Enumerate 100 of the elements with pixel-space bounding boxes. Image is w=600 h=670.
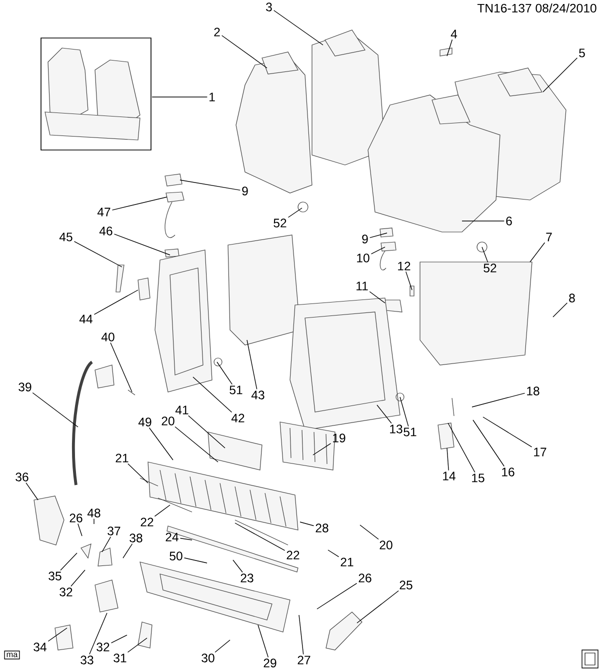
leader-line xyxy=(369,232,388,238)
callout-number: 9 xyxy=(362,234,368,244)
callout-number: 26 xyxy=(70,514,82,522)
leader-line xyxy=(316,582,358,610)
callout-number: 21 xyxy=(340,558,354,566)
leader-line xyxy=(32,392,78,428)
code-label: ma xyxy=(4,650,20,660)
callout-number: 49 xyxy=(138,418,152,426)
leader-line xyxy=(122,543,133,558)
callout-number: 1 xyxy=(210,92,215,102)
leader-line xyxy=(482,416,532,448)
callout-number: 9 xyxy=(242,186,248,196)
leader-line xyxy=(89,612,108,655)
leader-line xyxy=(110,634,128,644)
callout-number: 21 xyxy=(116,454,128,462)
leader-line xyxy=(110,342,132,392)
callout-number: 30 xyxy=(202,654,214,662)
leader-line xyxy=(188,415,226,448)
callout-number: 45 xyxy=(59,232,72,242)
callout-number: 22 xyxy=(286,550,300,560)
leader-line xyxy=(127,638,148,653)
callout-number: 31 xyxy=(114,654,126,662)
leader-line xyxy=(174,426,218,462)
leader-line xyxy=(406,271,412,290)
callout-number: 10 xyxy=(357,254,370,262)
leader-line xyxy=(232,560,243,573)
leader-line xyxy=(192,376,232,413)
callout-number: 20 xyxy=(380,540,392,550)
leader-line xyxy=(216,362,232,385)
leader-line xyxy=(552,302,568,318)
leader-line xyxy=(356,590,399,624)
callout-number: 18 xyxy=(527,386,540,396)
leader-line xyxy=(128,463,148,484)
leader-line xyxy=(400,396,409,427)
leader-line xyxy=(154,504,170,517)
leader-line xyxy=(370,246,386,254)
callout-number: 4 xyxy=(450,30,458,38)
drawing-number: TN16-137 08/24/2010 xyxy=(477,3,596,13)
callout-number: 50 xyxy=(170,552,182,560)
callout-number: 32 xyxy=(96,642,110,652)
callout-number: 34 xyxy=(34,642,46,652)
callout-number: 13 xyxy=(390,424,402,434)
callout-number: 28 xyxy=(316,524,328,532)
callout-number: 27 xyxy=(298,656,310,664)
callout-number: 48 xyxy=(87,508,100,518)
callout-number: 39 xyxy=(18,382,32,392)
callout-number: 40 xyxy=(101,332,114,342)
leader-line xyxy=(152,96,208,98)
callout-number: 12 xyxy=(398,262,410,270)
leader-line xyxy=(446,39,453,56)
callout-number: 7 xyxy=(546,232,552,242)
leader-line xyxy=(234,522,286,551)
leader-line xyxy=(48,628,68,642)
callout-number: 19 xyxy=(333,434,346,442)
callout-number: 35 xyxy=(48,572,62,580)
callout-number: 52 xyxy=(274,218,286,228)
leader-line xyxy=(446,448,449,471)
callout-number: 32 xyxy=(60,588,72,596)
leader-line xyxy=(448,422,476,473)
callout-number: 14 xyxy=(443,472,456,480)
leader-line xyxy=(300,522,314,526)
callout-number: 16 xyxy=(502,468,514,476)
callout-number: 22 xyxy=(140,518,154,526)
callout-number: 24 xyxy=(166,532,178,542)
leader-line xyxy=(102,536,112,552)
leader-line xyxy=(530,242,546,262)
leader-line xyxy=(360,524,379,540)
callout-number: 17 xyxy=(534,448,546,456)
callout-number: 43 xyxy=(251,390,264,400)
callout-number: 33 xyxy=(80,656,94,664)
leader-line xyxy=(70,570,86,587)
callout-number: 23 xyxy=(240,574,254,582)
leader-line xyxy=(482,246,488,263)
callout-number: 5 xyxy=(579,48,585,58)
callout-number: 42 xyxy=(231,414,244,422)
callout-number: 51 xyxy=(404,428,416,436)
callout-number: 37 xyxy=(108,526,120,536)
leader-line xyxy=(180,180,241,191)
leader-line xyxy=(472,420,504,467)
callout-number: 20 xyxy=(162,416,174,426)
leader-line xyxy=(312,443,332,456)
leader-line xyxy=(273,10,324,46)
callout-number: 36 xyxy=(16,472,28,482)
callout-number: 47 xyxy=(97,208,110,216)
callout-number: 29 xyxy=(264,658,276,668)
leader-line xyxy=(472,392,526,408)
leader-line xyxy=(114,234,170,256)
callout-number: 51 xyxy=(230,386,242,394)
leader-line xyxy=(258,624,269,658)
callout-number: 38 xyxy=(130,534,142,542)
callout-number: 41 xyxy=(175,406,188,414)
leader-line xyxy=(94,290,138,315)
leader-line xyxy=(180,538,192,540)
callout-number: 3 xyxy=(266,2,272,12)
callout-number: 6 xyxy=(506,216,512,226)
callout-number: 25 xyxy=(400,580,412,590)
leader-line xyxy=(542,57,578,92)
callout-number: 52 xyxy=(484,264,496,272)
leader-line xyxy=(298,614,304,655)
leader-line xyxy=(78,523,82,536)
